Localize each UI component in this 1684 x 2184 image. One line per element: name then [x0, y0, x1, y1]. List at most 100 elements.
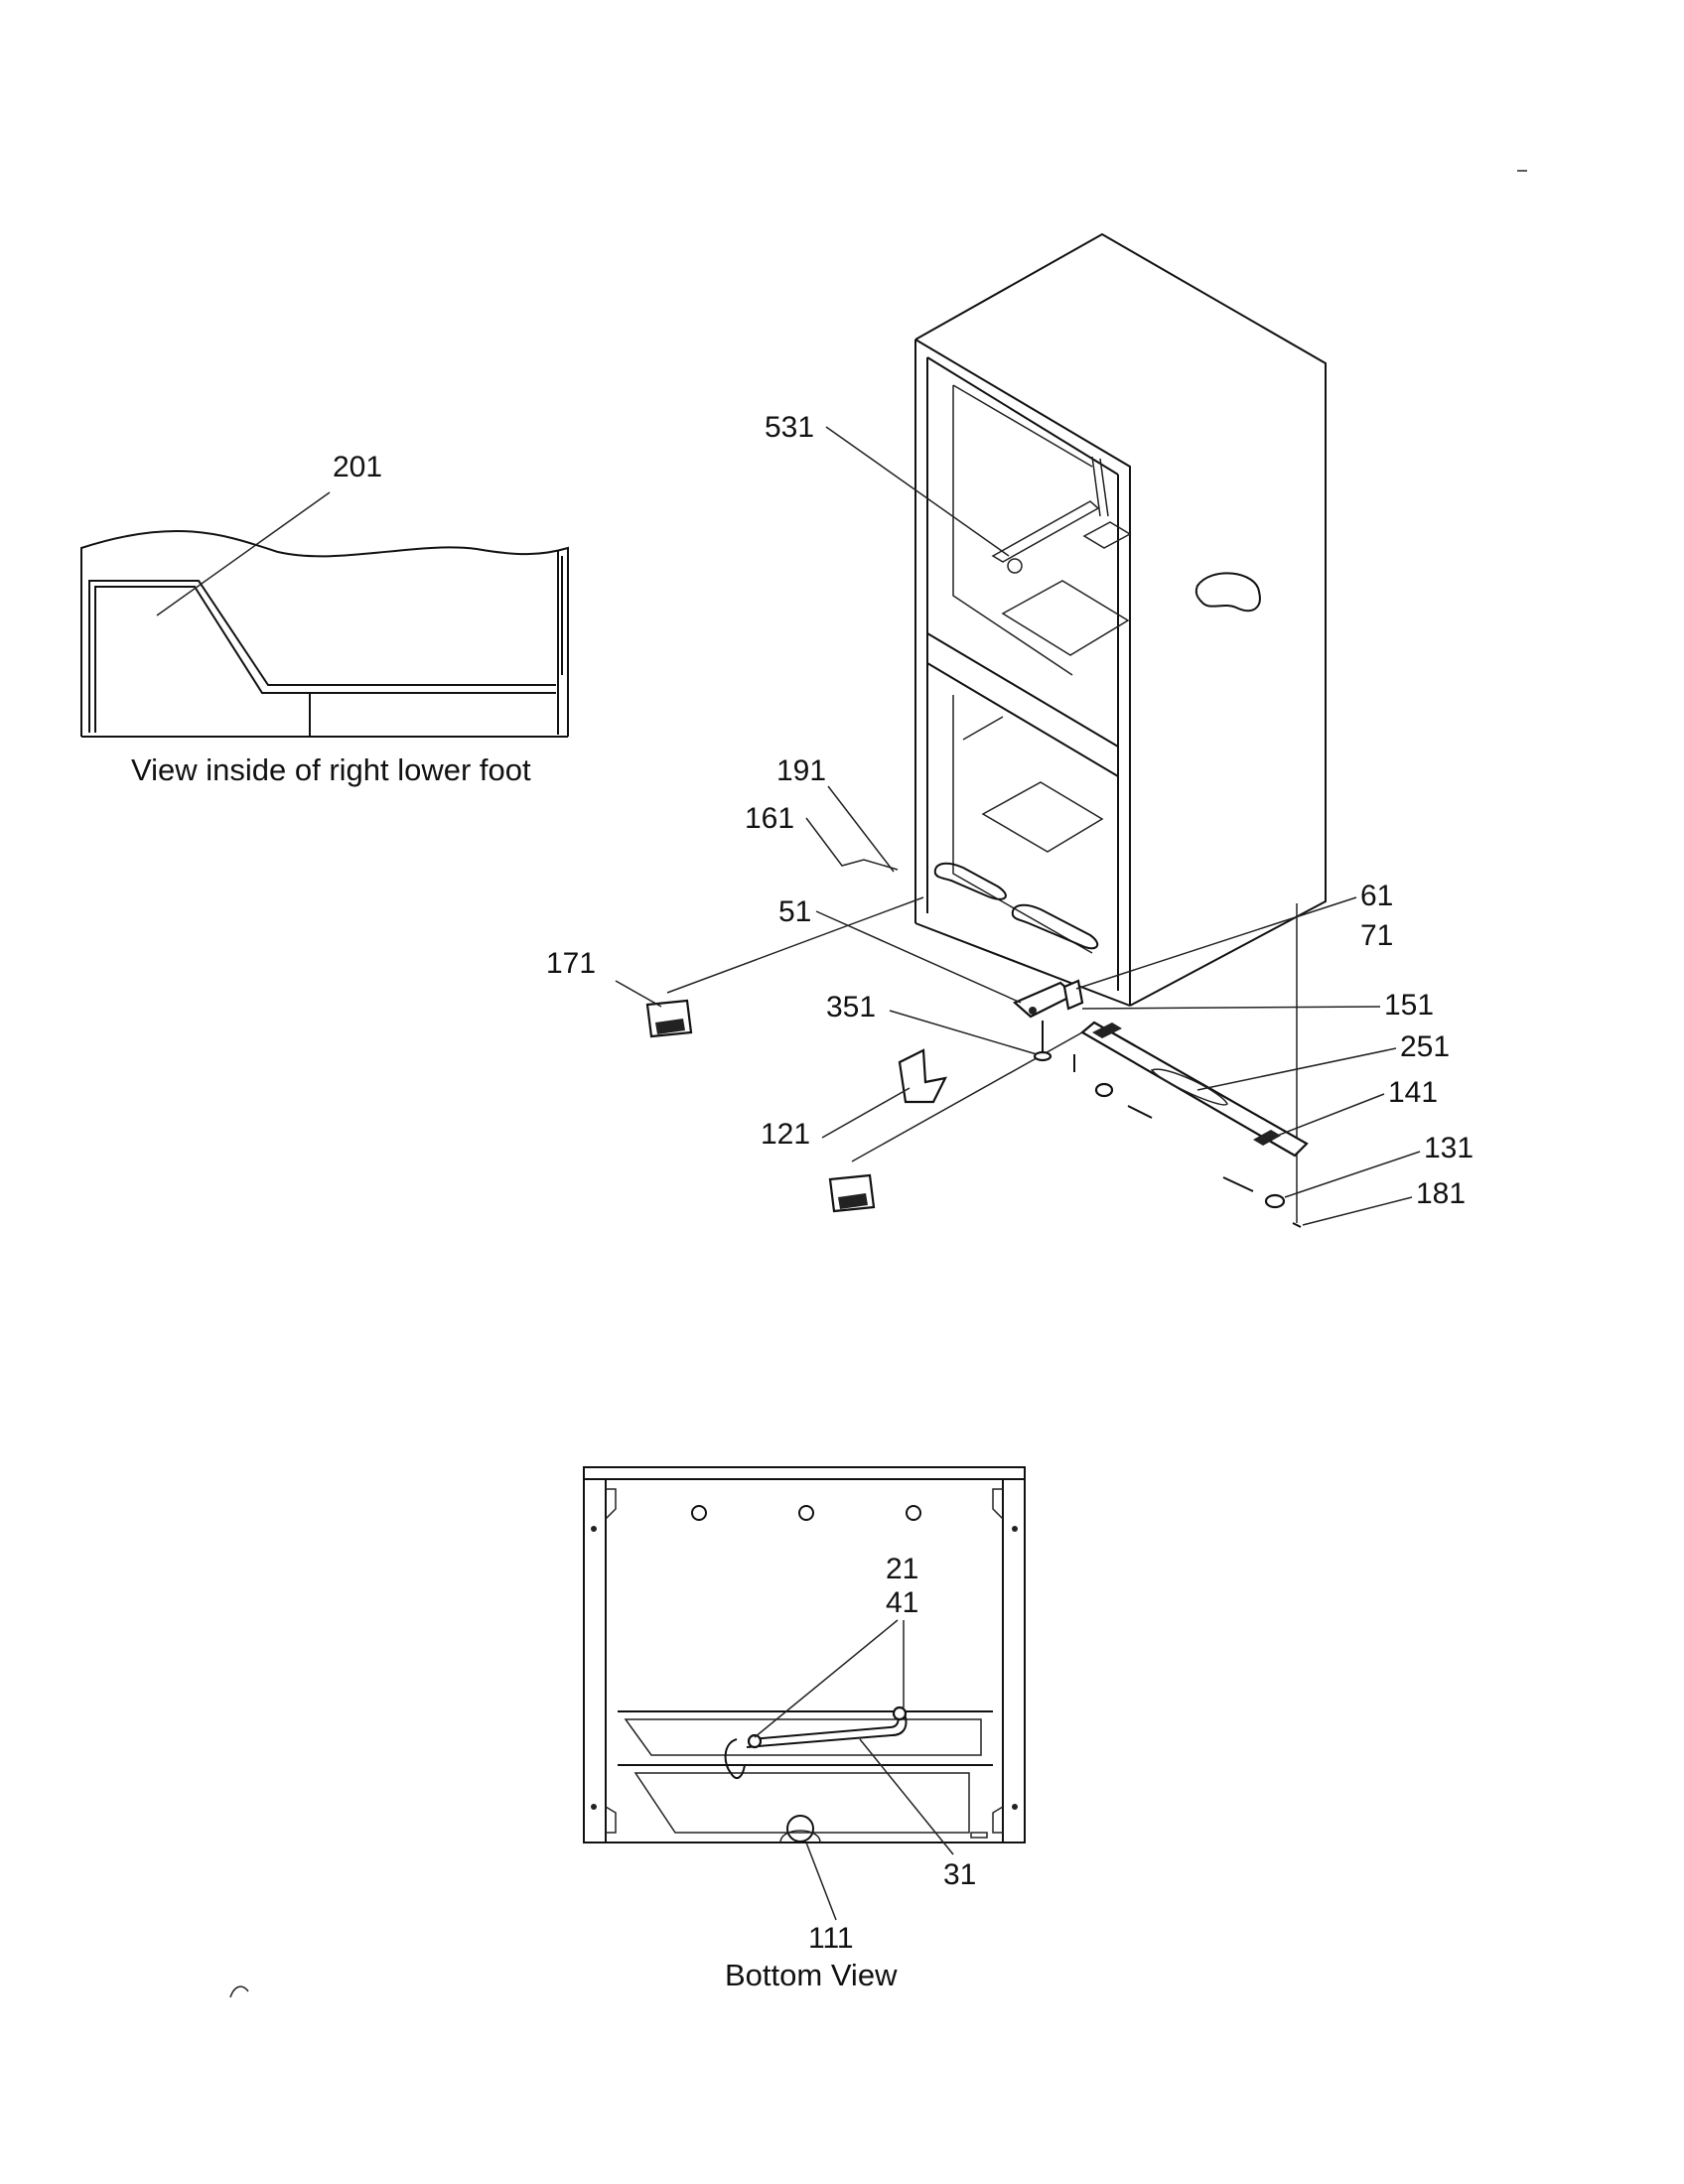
- leader-31: [859, 1738, 954, 1855]
- label-51: 51: [778, 895, 811, 928]
- bottom-view-caption: Bottom View: [725, 1958, 898, 1992]
- label-181: 181: [1416, 1177, 1466, 1210]
- foot-right-base: [838, 1193, 868, 1209]
- evaporator-cover: [1082, 521, 1132, 549]
- rail-531: [991, 500, 1100, 563]
- top-hole-3: [906, 1505, 921, 1521]
- label-71: 71: [1360, 919, 1393, 952]
- leader-121: [821, 1087, 911, 1139]
- roller-131: [1264, 1193, 1286, 1209]
- bottom-view-frame: [583, 1466, 1026, 1843]
- leader-191: [827, 785, 895, 873]
- cabinet-front-right-edge: [914, 339, 1131, 1006]
- label-151: 151: [1384, 989, 1434, 1022]
- label-61: 61: [1360, 880, 1393, 912]
- cabinet-bottom-front: [914, 922, 1131, 1007]
- label-171: 171: [546, 947, 596, 980]
- pan-upper-recess: [624, 1718, 982, 1756]
- leader-251: [1196, 1047, 1397, 1091]
- notch-right-bottom: [992, 1806, 1004, 1834]
- pan-lower-recess: [633, 1772, 970, 1834]
- cabinet-top-and-side: [914, 232, 1327, 1007]
- leader-61-71: [1075, 896, 1357, 990]
- inset-foot-edge-inner: [94, 586, 556, 733]
- foot-171-base: [655, 1019, 685, 1034]
- base-plate-251: [1080, 1021, 1309, 1158]
- top-hole-1: [691, 1505, 707, 1521]
- upper-inner-ceiling: [952, 384, 1093, 468]
- lower-rail: [962, 716, 1004, 741]
- clip-21: [747, 1733, 763, 1749]
- screw-181: [1292, 1222, 1302, 1228]
- leader-531: [825, 426, 1010, 557]
- upper-inner-wall: [952, 385, 1073, 676]
- inset-foot-edge-outer: [88, 580, 556, 733]
- label-41: 41: [886, 1586, 918, 1619]
- label-21: 21: [886, 1553, 918, 1585]
- label-121: 121: [761, 1118, 810, 1151]
- label-351: 351: [826, 991, 876, 1024]
- main-labels: 531 191 161 51 61 71 171 351 151 251 141…: [546, 411, 1474, 1226]
- cabinet-view: [914, 232, 1327, 1223]
- divider-top: [926, 632, 1119, 748]
- lower-floor-panel: [981, 781, 1104, 853]
- notch-left-top: [605, 1488, 617, 1520]
- lower-inner-wall: [952, 695, 1093, 954]
- rivet-3: [1012, 1526, 1018, 1532]
- drain-hole-rim: [779, 1830, 821, 1843]
- leader-21-41-a: [754, 1619, 899, 1738]
- rivet-4: [1012, 1804, 1018, 1810]
- rod: [1127, 1105, 1153, 1119]
- base-plate-tab: [1092, 1023, 1122, 1038]
- inset-caption: View inside of right lower foot: [131, 752, 531, 787]
- leader-51: [815, 910, 1022, 1004]
- grille-slot-right: [1011, 903, 1099, 950]
- screw-351-head: [1033, 1050, 1052, 1062]
- bracket-121: [898, 1048, 947, 1104]
- leader-161: [805, 817, 899, 871]
- label-31: 31: [943, 1858, 976, 1891]
- hinge-plate-151: [1062, 979, 1084, 1011]
- leader-181: [1302, 1196, 1413, 1226]
- stray-mark: [229, 1985, 249, 1998]
- rivet-1: [591, 1526, 597, 1532]
- leader-351: [889, 1010, 1038, 1055]
- drain-hole-111: [786, 1815, 814, 1843]
- roller: [1094, 1082, 1114, 1098]
- grille-slot-left: [933, 862, 1007, 900]
- drain-tube-u-bend: [724, 1738, 746, 1780]
- clip-41: [892, 1706, 908, 1721]
- hinge-screw: [1029, 1007, 1037, 1015]
- frame-top-inner: [926, 356, 1119, 476]
- inset-foot-view: 201 View inside of right lower foot: [80, 451, 569, 787]
- rivet-2: [591, 1804, 597, 1810]
- label-201: 201: [333, 451, 382, 483]
- label-111: 111: [808, 1922, 854, 1955]
- label-251: 251: [1400, 1030, 1450, 1063]
- leader-111: [805, 1842, 837, 1921]
- small-tab: [970, 1832, 988, 1839]
- label-161: 161: [745, 802, 794, 835]
- label-191: 191: [776, 754, 826, 787]
- divider-bottom: [926, 662, 1119, 777]
- clip-141: [1222, 1176, 1254, 1192]
- rail-fastener: [1007, 558, 1023, 574]
- top-hole-2: [798, 1505, 814, 1521]
- leader-141: [1266, 1093, 1385, 1141]
- notch-left-bottom: [605, 1806, 617, 1834]
- drain-tube-31: [746, 1708, 908, 1748]
- side-handle-recess: [1194, 572, 1261, 613]
- label-531: 531: [765, 411, 814, 444]
- leader-171: [615, 980, 662, 1008]
- leader-151: [1081, 1006, 1381, 1010]
- hardware-parts: [645, 896, 1309, 1228]
- leader-201: [156, 491, 331, 616]
- leader-131: [1284, 1151, 1421, 1198]
- drain-tube-31-inner: [750, 1712, 900, 1740]
- plate-141: [1253, 1130, 1281, 1146]
- leader-foot-right: [851, 1031, 1083, 1162]
- base-plate-slot: [1150, 1068, 1228, 1106]
- upper-rear-post: [1091, 456, 1101, 517]
- label-141: 141: [1388, 1076, 1438, 1109]
